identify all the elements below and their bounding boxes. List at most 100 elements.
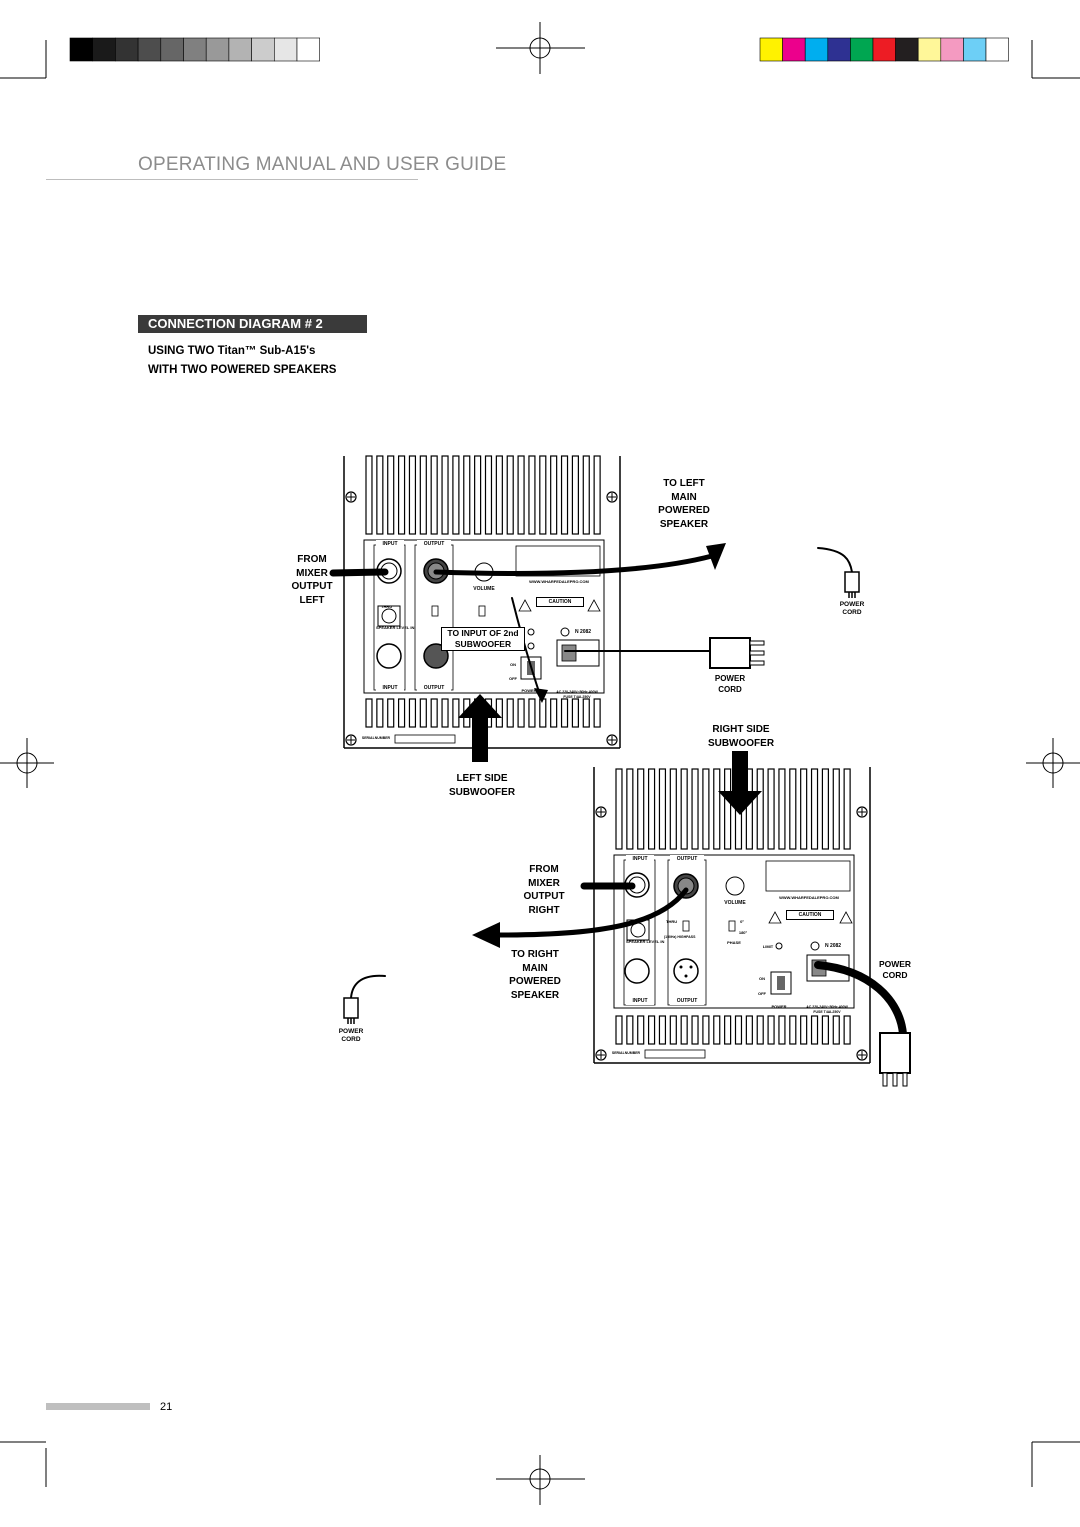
panel2-power-label: POWER: [771, 1004, 787, 1009]
cooling-fin: [713, 768, 721, 850]
panel2-phase-label: PHASE: [727, 940, 741, 945]
calibration-swatch: [804, 37, 829, 62]
calibration-swatch: [296, 37, 321, 62]
cooling-fin: [419, 698, 427, 728]
cooling-fin: [484, 455, 493, 535]
panel-ac-rating: AC 220-240V~50Hz 400W: [556, 690, 598, 694]
header-divider: [46, 179, 418, 180]
label-from-mixer-output-left: FROM MIXER OUTPUT LEFT: [291, 554, 333, 606]
cooling-fin: [745, 768, 753, 850]
cooling-fin: [387, 698, 395, 728]
cooling-fin: [724, 768, 732, 850]
cooling-fin: [626, 1015, 634, 1045]
calibration-swatch: [273, 37, 298, 62]
panel2-output-label-bottom: OUTPUT: [670, 997, 704, 1005]
cooling-fin: [767, 768, 775, 850]
cooling-fin: [408, 698, 417, 728]
calibration-swatch: [759, 37, 783, 62]
page-header-title: OPERATING MANUAL AND USER GUIDE: [138, 154, 507, 175]
cooling-fin: [571, 455, 579, 535]
cooling-fin: [756, 1015, 764, 1045]
cooling-fin: [550, 455, 558, 535]
panel2-on-label: ON: [759, 976, 765, 981]
cooling-fin: [408, 455, 417, 535]
subtitle-line-1: USING TWO Titan™ Sub-A15's: [148, 345, 316, 357]
panel2-input-label-bottom: INPUT: [626, 997, 654, 1005]
cooling-fin: [539, 698, 547, 728]
cooling-fin: [593, 455, 601, 535]
calibration-swatch: [137, 37, 162, 62]
calibration-swatch: [850, 37, 874, 62]
cooling-fin: [713, 1015, 721, 1045]
cooling-fin: [582, 698, 590, 728]
panel2-serial-label: SERIALNUMBER: [611, 1051, 641, 1055]
panel-website-label: WWW.WHARFEDALEPRO.COM: [529, 579, 589, 584]
label-from-mixer-output-right: FROM MIXER OUTPUT RIGHT: [523, 864, 565, 916]
panel2-input-label: INPUT: [626, 855, 654, 863]
cooling-fin: [637, 768, 645, 850]
calibration-swatch: [251, 37, 275, 62]
cooling-fin: [810, 1015, 819, 1045]
cooling-fin: [463, 455, 471, 535]
cooling-fin: [376, 698, 384, 728]
cooling-fin: [560, 698, 569, 728]
cooling-fin: [832, 768, 840, 850]
calibration-swatch: [895, 37, 919, 62]
cooling-fin: [582, 455, 590, 535]
cooling-fin: [843, 1015, 851, 1045]
panel-serial-label: SERIALNUMBER: [361, 736, 391, 740]
panel2-speaker-level-label: SPEAKER LEVEL IN: [626, 939, 665, 944]
cooling-fin: [821, 1015, 829, 1045]
power-plug-right-bottom: [879, 1032, 911, 1087]
calibration-swatch: [115, 37, 139, 62]
arrowheads: [458, 543, 762, 948]
panel2-n-code: N 2082: [824, 943, 842, 949]
calibration-swatch: [872, 37, 896, 62]
calibration-swatch: [205, 37, 230, 62]
cooling-fin: [821, 768, 829, 850]
calibration-swatch: [160, 37, 184, 62]
page-number: 21: [160, 1401, 173, 1413]
color-calibration-bar: [759, 37, 1009, 62]
cooling-fin: [430, 455, 438, 535]
cooling-fin: [800, 1015, 808, 1045]
cooling-fin: [441, 698, 449, 728]
cooling-fin: [517, 698, 525, 728]
cooling-fin: [669, 768, 677, 850]
label-to-right-main-speaker: TO RIGHT MAIN POWERED SPEAKER: [509, 949, 561, 1001]
cooling-fin: [680, 1015, 688, 1045]
grayscale-calibration-bar: [69, 37, 321, 62]
cooling-fin: [789, 1015, 797, 1045]
cooling-fin: [528, 698, 536, 728]
panel2-limit-label: LIMIT: [762, 944, 774, 949]
power-plug-mid: [709, 637, 765, 669]
cooling-fin: [647, 1015, 656, 1045]
cooling-fin: [430, 698, 438, 728]
panel2-volume-label: VOLUME: [724, 900, 746, 906]
cooling-fin: [615, 768, 623, 850]
panel2-thru-label: THRU: [666, 919, 678, 924]
cooling-fin: [495, 455, 503, 535]
label-left-side-subwoofer: LEFT SIDE SUBWOOFER: [448, 773, 516, 798]
cooling-fin: [778, 768, 786, 850]
calibration-swatch: [782, 37, 806, 62]
cooling-fin: [397, 455, 406, 535]
panel2-fuse: FUSE T4AL250V: [813, 1010, 841, 1014]
calibration-swatch: [827, 37, 851, 62]
power-plug-left-bottom: [343, 997, 359, 1024]
panel-n-code: N 2082: [574, 629, 592, 635]
cooling-fin: [593, 698, 601, 728]
panel-fuse: FUSE T4AL250V: [563, 695, 591, 699]
panel-speaker-level-label: SPEAKER LEVEL IN: [376, 625, 415, 630]
panel-off-label: OFF: [509, 676, 517, 681]
panel-on-label: ON: [510, 662, 516, 667]
cooling-fin: [778, 1015, 786, 1045]
panel-output-label: OUTPUT: [417, 540, 451, 548]
page-number-bar: [46, 1403, 150, 1410]
cooling-fin: [539, 455, 547, 535]
cooling-fin: [506, 455, 514, 535]
cooling-fin: [365, 455, 373, 535]
